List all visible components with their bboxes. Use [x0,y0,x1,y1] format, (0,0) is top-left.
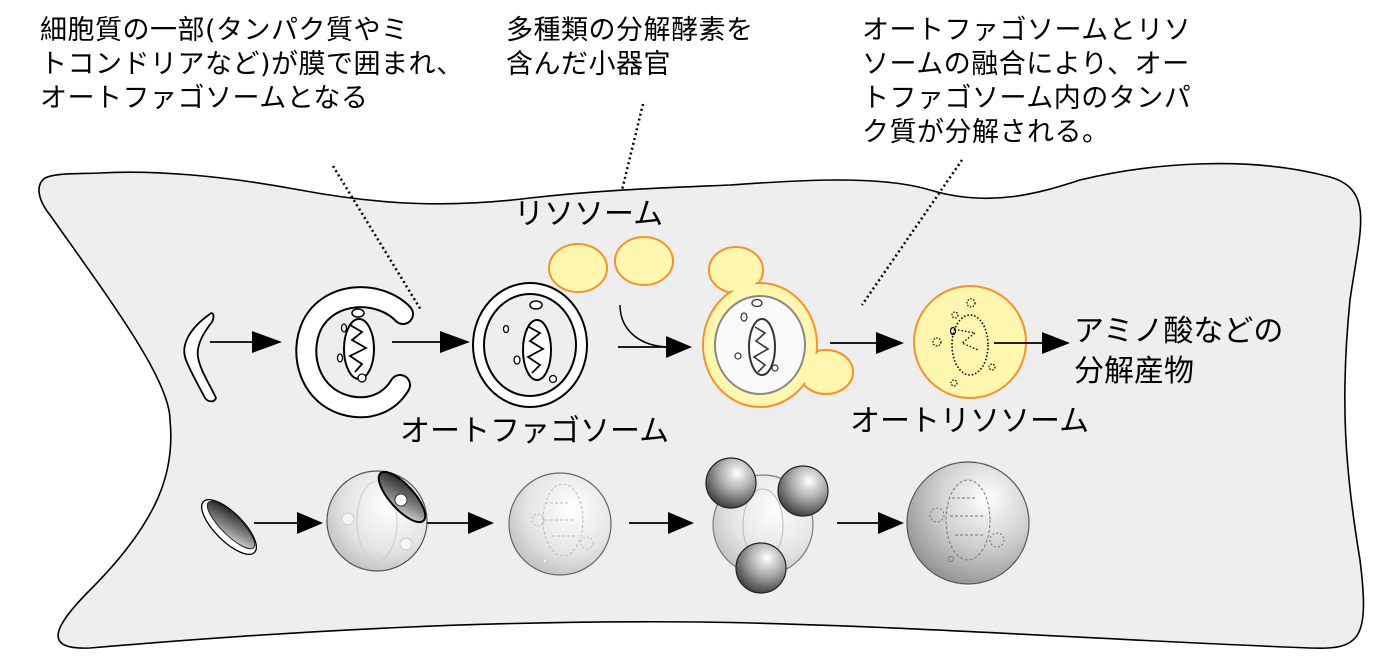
label-autolysosome: オートリソソーム [850,404,1090,439]
leader-line-fusion [860,159,964,306]
autolysosome-3d [906,461,1030,585]
label-products-line-1: アミノ酸などの [1074,314,1284,349]
phagophore-3d [201,499,257,555]
lysosome-2 [614,236,674,286]
arrow-5-head [1042,332,1070,354]
caption-lysosome-desc: 多種類の分解酵素を 含んだ小器官 [506,14,754,82]
lysosome-1 [548,243,608,293]
caption-phagophore: 細胞質の一部(タンパク質やミ トコンドリアなど)が膜で囲まれ、 オートファゴソー… [40,14,464,116]
arrow-8-head [668,512,694,534]
arrow-2-head [440,331,470,353]
arrow-1-head [252,331,282,353]
leader-line-lysosome [620,103,645,191]
leader-line-phagophore [331,165,423,311]
caption-fusion-line-3: トファゴソーム内のタンパ [862,83,1192,114]
arrow-9-head [878,512,904,534]
caption-fusion-line-2: ソームの融合により、オー [862,49,1190,80]
autolysosome [913,285,1027,399]
label-lysosome: リソソーム [514,197,664,232]
fusing-lysosome-autophagosome [702,246,854,408]
autophagosome [472,282,588,408]
label-products-line-2: 分解産物 [1074,354,1194,389]
caption-phagophore-line-2: トコンドリアなど)が膜で囲まれ、 [40,49,464,80]
caption-lysosome-line-2: 含んだ小器官 [506,49,671,80]
caption-phagophore-line-3: オートファゴソームとなる [40,83,369,114]
arrow-4-head [876,332,904,354]
fusing-3d [705,457,829,594]
forming-autophagosome [295,286,414,419]
arrow-7-head [468,512,494,534]
caption-lysosome-line-1: 多種類の分解酵素を [506,15,754,46]
arrow-6-head [297,512,323,534]
caption-phagophore-line-1: 細胞質の一部(タンパク質やミ [40,15,409,46]
label-products: アミノ酸などの 分解産物 [1074,312,1283,392]
label-autophagosome: オートファゴソーム [400,414,670,449]
caption-fusion-desc: オートファゴソームとリソ ソームの融合により、オー トファゴソーム内のタンパ ク… [862,14,1191,150]
arrow-3-head [666,336,692,358]
phagophore-membrane [183,312,217,403]
cell-outline [38,162,1365,650]
forming-autophagosome-3d [326,470,428,572]
autophagosome-3d [508,472,612,576]
caption-fusion-line-4: ク質が分解される。 [862,117,1110,148]
caption-fusion-line-1: オートファゴソームとリソ [862,15,1192,46]
